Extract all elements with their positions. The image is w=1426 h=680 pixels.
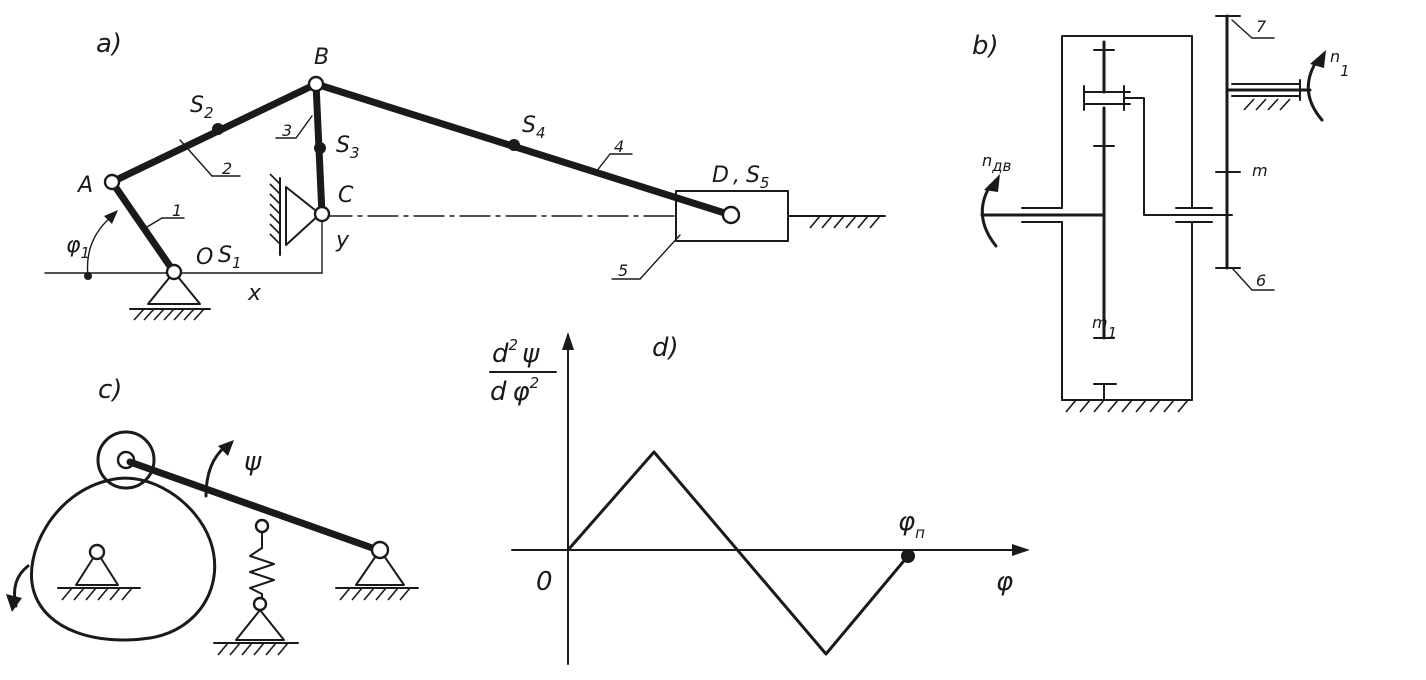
ground-hatch-o xyxy=(133,308,205,321)
joint-c xyxy=(313,205,331,223)
rocker-pivot-support xyxy=(355,549,405,586)
joint-a xyxy=(103,173,121,191)
cam-pivot xyxy=(88,543,106,561)
phi1-arc xyxy=(86,215,113,277)
spring-top-pin xyxy=(254,518,270,534)
leader-7 xyxy=(1231,19,1253,39)
point-c-label: C xyxy=(338,183,354,208)
gear-7-label: 7 xyxy=(1256,17,1267,36)
n1-label: n1 xyxy=(1330,47,1350,80)
cam-profile xyxy=(30,476,217,642)
panel-a-label: a) xyxy=(96,29,122,59)
mass-center-s4 xyxy=(508,139,520,151)
link-4-number: 4 xyxy=(614,137,624,156)
acceleration-curve xyxy=(566,450,910,656)
leader-5 xyxy=(639,234,681,280)
s2-label: S2 xyxy=(190,93,214,122)
panel-b-gear-train: b) xyxy=(972,14,1350,413)
spring-bottom-pin xyxy=(252,596,268,612)
gear-m1-label: m1 xyxy=(1092,313,1117,342)
rocker-ground-hatch xyxy=(339,587,411,601)
rocker-arm xyxy=(126,458,382,554)
link-2-number: 2 xyxy=(222,159,232,178)
cam-pivot-support xyxy=(75,551,119,586)
output-rotation-arc xyxy=(1306,60,1324,122)
spring xyxy=(249,547,275,595)
phi1-label: φ1 xyxy=(66,233,90,262)
point-a-label: A xyxy=(76,173,93,198)
ground-hatch-c xyxy=(269,173,281,245)
input-rotation-arrowhead xyxy=(984,174,1000,192)
link-5-number: 5 xyxy=(618,261,628,280)
mass-center-s3 xyxy=(314,142,326,154)
leader-3 xyxy=(295,115,313,139)
y-label: y xyxy=(335,228,350,253)
output-ground-hatch xyxy=(1243,98,1291,111)
s3-label: S3 xyxy=(336,133,360,162)
slider-ground-hatch xyxy=(809,215,881,229)
link-4 xyxy=(312,80,735,219)
panel-c-cam: c) xyxy=(6,375,419,656)
phi-n-label: φп xyxy=(898,507,925,542)
origin-label: 0 xyxy=(536,567,553,597)
slider-block-5 xyxy=(675,190,789,242)
link-1-number: 1 xyxy=(172,201,182,220)
cam-rotation-arrowhead xyxy=(6,594,22,612)
leader-6 xyxy=(1231,267,1253,291)
s1-label: S1 xyxy=(218,243,242,272)
ground-support-o xyxy=(147,271,201,305)
frame-ground-hatch xyxy=(1065,399,1189,413)
panel-c-label: c) xyxy=(98,375,122,405)
joint-o xyxy=(165,263,183,281)
spring-support xyxy=(235,609,285,641)
carrier-frame-top xyxy=(1061,35,1193,209)
y-axis-arrowhead xyxy=(562,332,574,350)
d-s5-label: D,S5 xyxy=(712,163,769,192)
x-axis-arrowhead xyxy=(1012,544,1030,556)
gear-m-label: m xyxy=(1252,161,1268,180)
leader-4 xyxy=(595,153,611,173)
panel-d-label: d) xyxy=(652,333,679,363)
n-dv-label: nдв xyxy=(982,151,1012,175)
point-o-label: O xyxy=(196,245,213,270)
panel-a-linkage: a) xyxy=(44,29,886,321)
panel-b-label: b) xyxy=(972,31,999,61)
gear-6-label: 6 xyxy=(1256,271,1266,290)
x-label: x xyxy=(247,281,262,306)
output-rotation-arrowhead xyxy=(1310,50,1326,68)
point-b-label: B xyxy=(314,45,329,70)
psi-label: ψ xyxy=(244,447,262,477)
leader-2 xyxy=(179,139,213,177)
follower-roller xyxy=(96,430,156,490)
phi1-arrowhead xyxy=(104,210,118,224)
carrier-arm xyxy=(1123,97,1233,216)
joint-d xyxy=(721,205,741,225)
joint-b xyxy=(307,75,325,93)
leader-1 xyxy=(141,217,163,231)
phi-n-point xyxy=(901,549,915,563)
x-axis-label: φ xyxy=(996,567,1013,597)
rocker-pivot xyxy=(370,540,390,560)
carrier-frame-bottom xyxy=(1061,221,1193,401)
cam-ground-hatch xyxy=(61,587,133,601)
psi-rotation-arrowhead xyxy=(218,440,234,456)
spring-ground-hatch xyxy=(217,642,289,656)
input-rotation-arc xyxy=(980,184,998,248)
ground-support-c xyxy=(285,186,321,246)
link-1 xyxy=(108,178,178,276)
link-3-number: 3 xyxy=(282,121,292,140)
s4-label: S4 xyxy=(522,113,546,142)
mass-center-s2 xyxy=(212,123,224,135)
